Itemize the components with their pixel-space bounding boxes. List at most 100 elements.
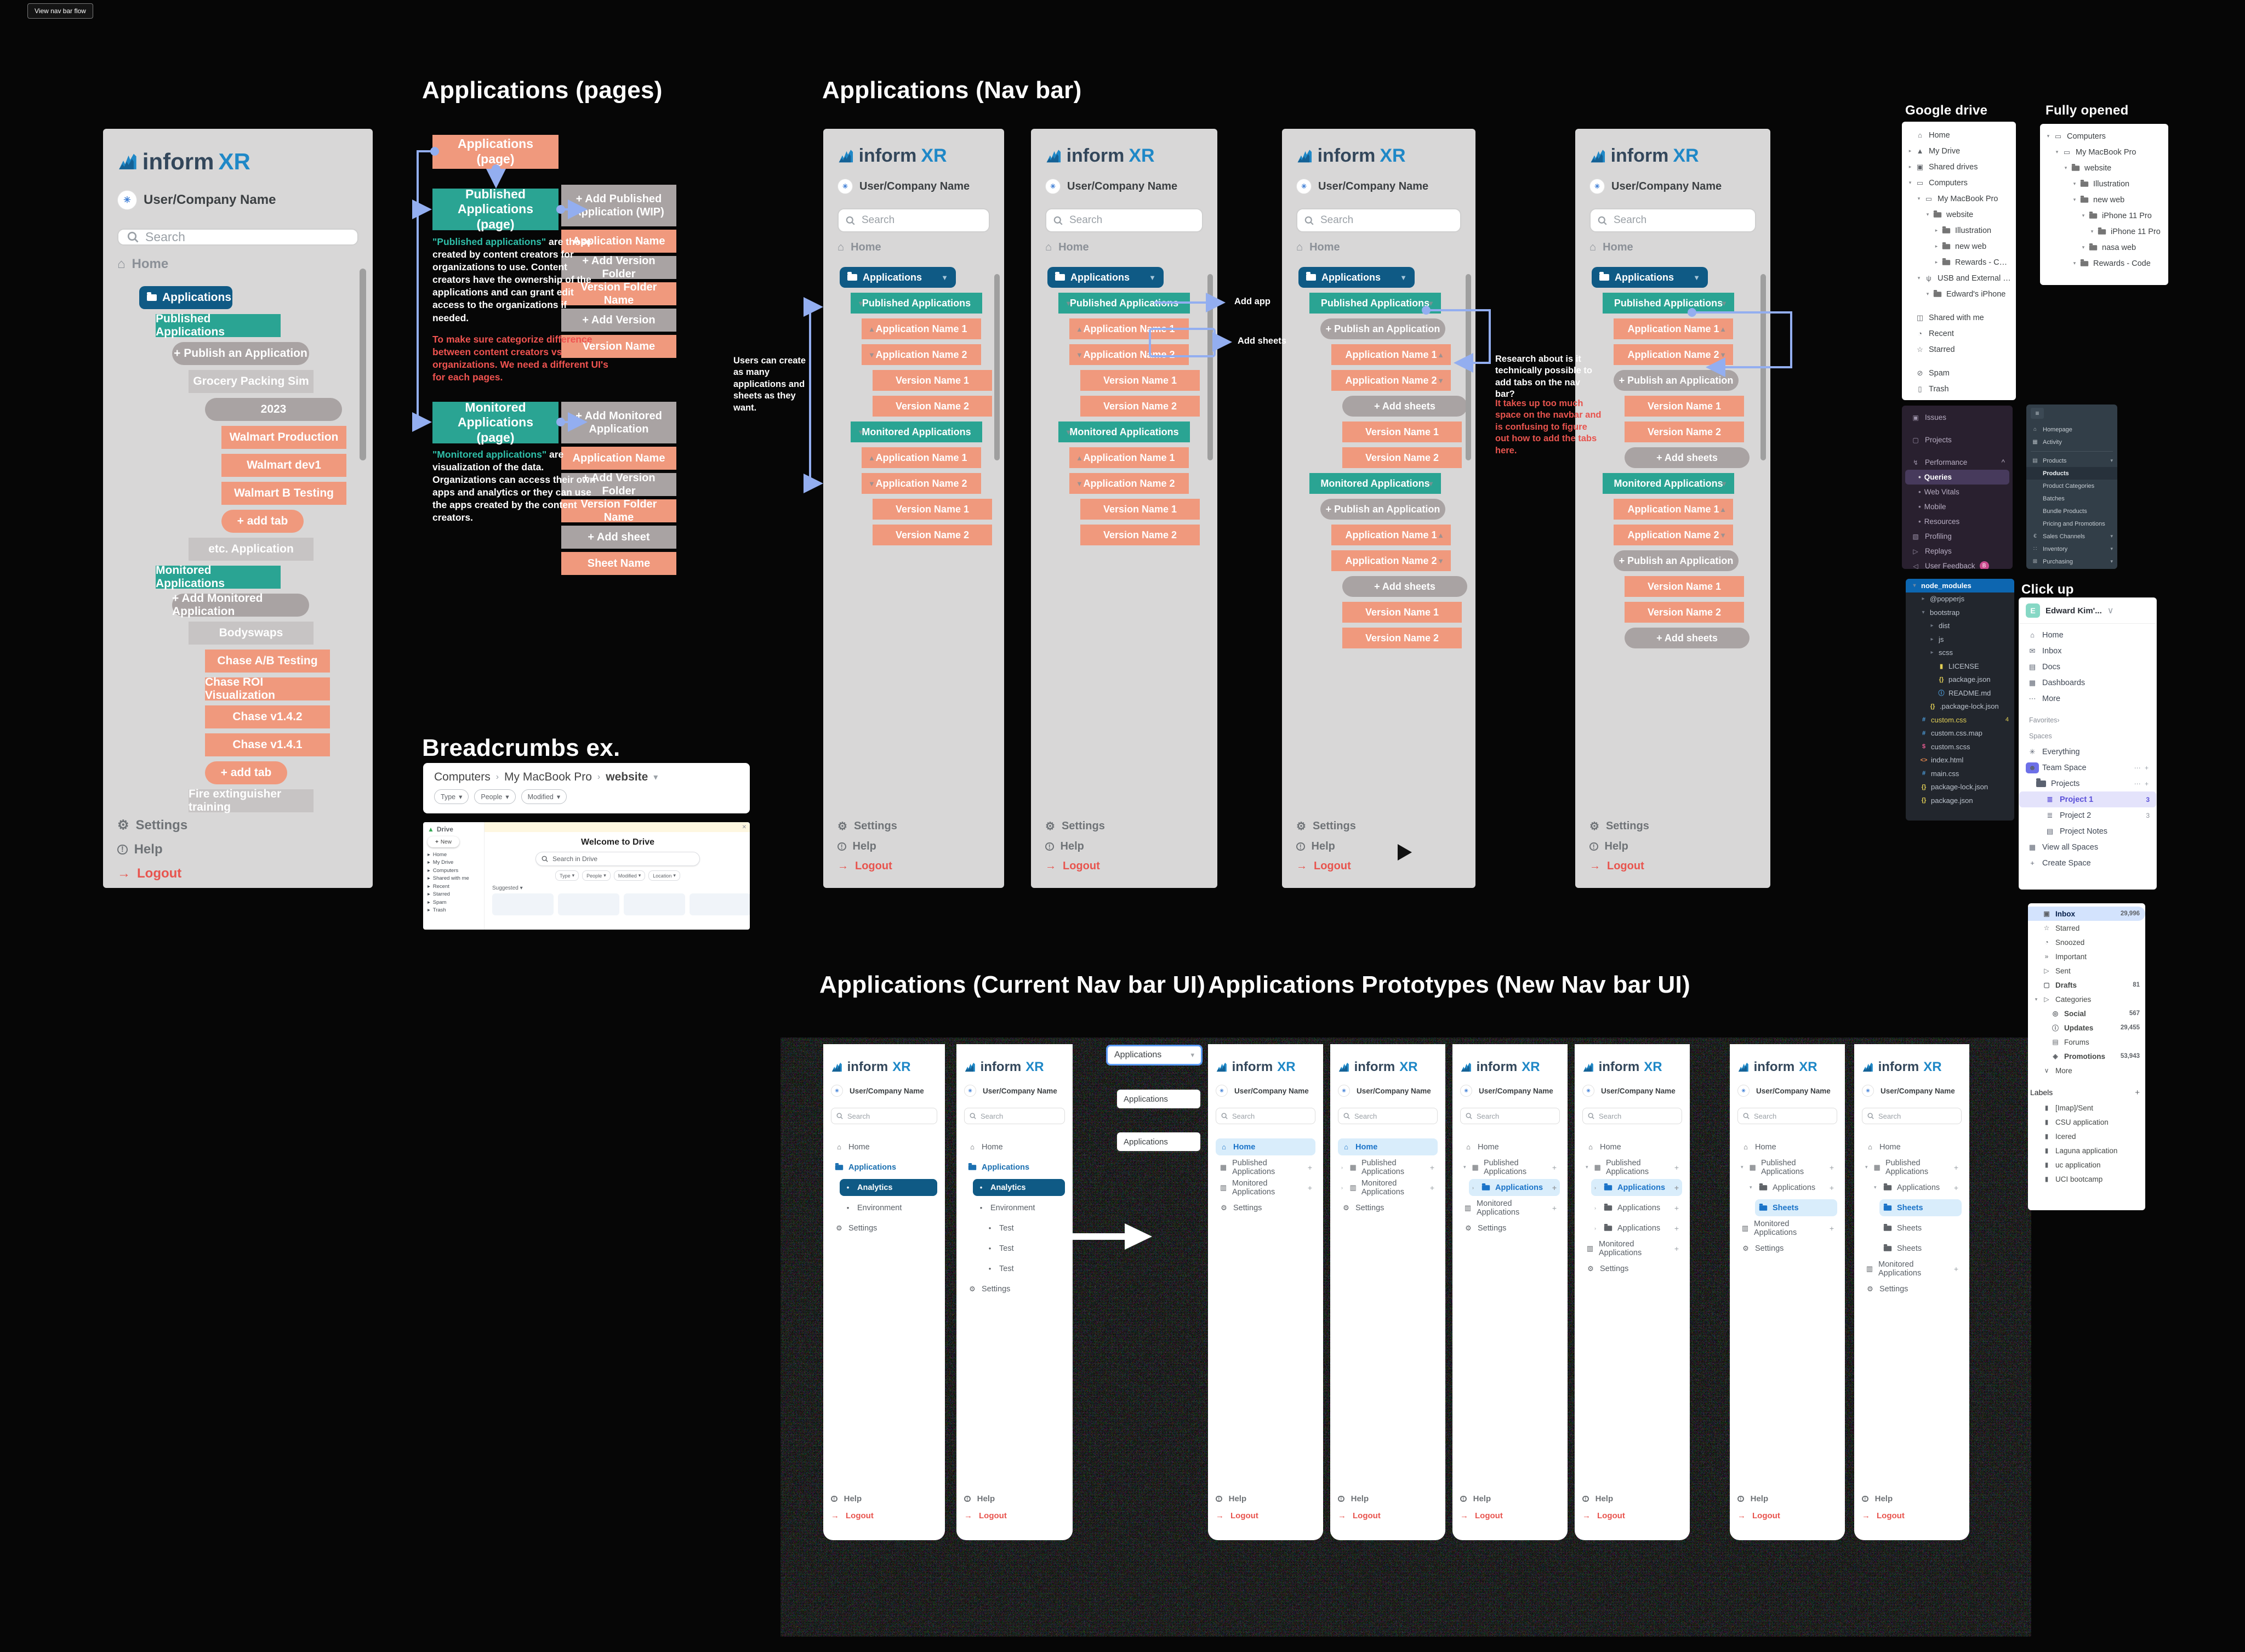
chevron-right-icon[interactable]: › bbox=[1472, 1184, 1474, 1190]
nav-item-chase-v1-4-2[interactable]: Chase v1.4.2 bbox=[205, 705, 330, 728]
chevron-down-icon[interactable]: ▼ bbox=[1400, 273, 1407, 282]
sidebar-item-home[interactable]: ⌂Home bbox=[837, 241, 881, 254]
tree-item-js[interactable]: ▸js bbox=[1906, 633, 2014, 646]
search-input[interactable]: Search bbox=[1460, 1108, 1560, 1124]
label-item-uc-application[interactable]: ▮uc application bbox=[2028, 1158, 2145, 1172]
tree-item-computers[interactable]: ▾▭Computers bbox=[1902, 175, 2016, 191]
search-input[interactable]: Search bbox=[831, 1108, 937, 1124]
tree-item-batches[interactable]: Batches bbox=[2026, 492, 2117, 505]
drive-sidebar-item-spam[interactable]: ▸Spam bbox=[428, 898, 480, 907]
chevron-down-icon[interactable]: ▾ bbox=[1463, 1164, 1466, 1170]
nav-item-etc-application[interactable]: etc. Application bbox=[189, 538, 314, 561]
nav-item-monitored-applications[interactable]: ▥Monitored Applications+ bbox=[1460, 1199, 1560, 1217]
search-input[interactable]: Search bbox=[1296, 208, 1461, 232]
chevron-down-icon[interactable]: ▼ bbox=[857, 299, 864, 307]
sidebar-item-logout[interactable]: →Logout bbox=[1862, 1511, 1905, 1520]
breadcrumb-segment[interactable]: website bbox=[606, 771, 648, 783]
nav-item-analytics[interactable]: •Analytics bbox=[840, 1179, 937, 1196]
nav-item-fire-extinguisher-training[interactable]: Fire extinguisher training bbox=[189, 788, 314, 813]
nav-item-version-name-2[interactable]: Version Name 2 bbox=[1080, 525, 1200, 545]
nav-item-monitored-applications[interactable]: Monitored Applications▼ bbox=[1603, 473, 1734, 494]
nav-item-grocery-packing-sim[interactable]: Grocery Packing Sim bbox=[189, 370, 314, 393]
space-item-projects[interactable]: Projects⋯ + bbox=[2019, 776, 2156, 791]
nav-item-home[interactable]: ⌂Home bbox=[1862, 1138, 1962, 1155]
sidebar-item-help[interactable]: !Help bbox=[837, 840, 876, 853]
nav-item-published-applications[interactable]: ▾▦Published Applications+ bbox=[1862, 1159, 1962, 1176]
chevron-down-icon[interactable]: ▾ bbox=[1917, 275, 1921, 281]
nav-item-applications[interactable]: Applications bbox=[964, 1159, 1065, 1176]
sidebar-item-logout[interactable]: →Logout bbox=[1338, 1511, 1381, 1520]
chevron-down-icon[interactable]: ▼ bbox=[1720, 299, 1728, 307]
filter-chip-people[interactable]: People▾ bbox=[474, 789, 516, 804]
sidebar-item-help[interactable]: !Help bbox=[1589, 840, 1628, 853]
close-icon[interactable]: ✕ bbox=[742, 824, 747, 830]
label-item--imap-sent[interactable]: ▮[Imap]/Sent bbox=[2028, 1101, 2145, 1115]
chevron-down-icon[interactable]: ▾ bbox=[1586, 1164, 1588, 1170]
nav-item-home[interactable]: ⌂Home bbox=[831, 1138, 937, 1155]
chevron-down-icon[interactable]: ▾ bbox=[1913, 582, 1916, 589]
nav-item-published-applications[interactable]: Published Applications▼ bbox=[1309, 293, 1441, 314]
nav-item-application-name-2[interactable]: ▼Application Name 2 bbox=[1069, 473, 1189, 494]
drive-filter-chip-people[interactable]: People▾ bbox=[582, 870, 611, 881]
add-icon[interactable]: + bbox=[1674, 1203, 1679, 1212]
nav-item-applications[interactable]: ›Applications+ bbox=[1591, 1220, 1682, 1237]
user-account[interactable]: ✳User/Company Name bbox=[1862, 1085, 1955, 1097]
nav-item--publish-an-application[interactable]: + Publish an Application bbox=[1614, 550, 1739, 571]
tree-item-iphone-11-pro[interactable]: ▾iPhone 11 Pro bbox=[2040, 224, 2168, 240]
breadcrumb-segment[interactable]: Computers bbox=[434, 771, 491, 783]
chevron-down-icon[interactable]: ▾ bbox=[2055, 149, 2059, 155]
sidebar-item-logout[interactable]: →Logout bbox=[1460, 1511, 1503, 1520]
nav-item-application-name-1[interactable]: ▲Application Name 1 bbox=[862, 318, 981, 339]
tree-item-computers[interactable]: ▾▭Computers bbox=[2040, 128, 2168, 144]
sidebar-item-help[interactable]: !Help bbox=[1216, 1494, 1258, 1503]
breadcrumb-segment[interactable]: My MacBook Pro bbox=[504, 771, 592, 783]
tree-item-performance[interactable]: ↯Performance^ bbox=[1905, 455, 2009, 470]
add-icon[interactable]: + bbox=[1429, 1183, 1434, 1192]
sidebar-item-help[interactable]: !Help bbox=[117, 842, 163, 857]
tree-item-website[interactable]: ▾website bbox=[1902, 207, 2016, 223]
tree-item-bootstrap[interactable]: ▾bootstrap bbox=[1906, 606, 2014, 619]
chevron-up-icon[interactable]: ▲ bbox=[1076, 324, 1083, 333]
chevron-down-icon[interactable]: ▼ bbox=[1076, 350, 1083, 359]
nav-item-applications[interactable]: ▾Applications+ bbox=[1746, 1179, 1837, 1196]
nav-item-sheets[interactable]: Sheets bbox=[1879, 1240, 1962, 1257]
nav-item-application-name-2[interactable]: ▼Application Name 2 bbox=[862, 344, 981, 365]
user-account[interactable]: ✳User/Company Name bbox=[117, 190, 276, 210]
add-icon[interactable]: + bbox=[1829, 1223, 1834, 1233]
filter-chip-modified[interactable]: Modified▾ bbox=[521, 789, 567, 804]
nav-item-version-name-1[interactable]: Version Name 1 bbox=[1080, 370, 1200, 391]
tree-item-profiling[interactable]: ▧Profiling bbox=[1905, 529, 2009, 544]
chevron-up-icon[interactable]: ▲ bbox=[1076, 453, 1083, 462]
nav-item-monitored-applications[interactable]: Monitored Applications▼ bbox=[1309, 473, 1441, 494]
chevron-right-icon[interactable]: ▸ bbox=[1908, 148, 1912, 153]
nav-item-monitored-applications[interactable]: ▼Monitored Applications bbox=[851, 421, 982, 442]
nav-item-applications[interactable]: ›Applications+ bbox=[1591, 1199, 1682, 1216]
nav-item-settings[interactable]: ⚙Settings bbox=[964, 1280, 1065, 1297]
search-input[interactable]: Search bbox=[1216, 1108, 1315, 1124]
flow-node-application-name[interactable]: Application Name bbox=[561, 447, 676, 470]
tree-item-custom-scss[interactable]: $custom.scss bbox=[1906, 740, 2014, 754]
tree-item-index-html[interactable]: <>index.html bbox=[1906, 754, 2014, 767]
add-icon[interactable]: + bbox=[1953, 1264, 1958, 1273]
chevron-down-icon[interactable]: ▾ bbox=[1908, 180, 1912, 185]
tree-item-starred[interactable]: ☆Starred bbox=[1902, 341, 2016, 357]
tree-item-my-macbook-pro[interactable]: ▾▭My MacBook Pro bbox=[2040, 144, 2168, 160]
view-nav-bar-flow-button[interactable]: View nav bar flow bbox=[27, 3, 93, 19]
sidebar-item-settings[interactable]: ⚙Settings bbox=[1296, 819, 1356, 833]
add-icon[interactable]: + bbox=[1674, 1183, 1679, 1192]
flow-node-monitored-page[interactable]: Monitored Applications (page) bbox=[432, 400, 559, 445]
chevron-down-icon[interactable]: ▾ bbox=[2090, 229, 2094, 234]
add-label-icon[interactable]: + bbox=[2135, 1087, 2140, 1097]
nav-item-version-name-1[interactable]: Version Name 1 bbox=[1625, 576, 1744, 597]
chevron-down-icon[interactable]: ▼ bbox=[1693, 273, 1700, 282]
nav-item-version-name-2[interactable]: Version Name 2 bbox=[1080, 396, 1200, 417]
nav-item--add-tab[interactable]: + add tab bbox=[221, 510, 304, 533]
tree-item-categories[interactable]: ▾▷Categories bbox=[2028, 992, 2145, 1006]
nav-item-version-name-2[interactable]: Version Name 2 bbox=[873, 525, 992, 545]
chevron-down-icon[interactable]: ▾ bbox=[1917, 196, 1921, 201]
